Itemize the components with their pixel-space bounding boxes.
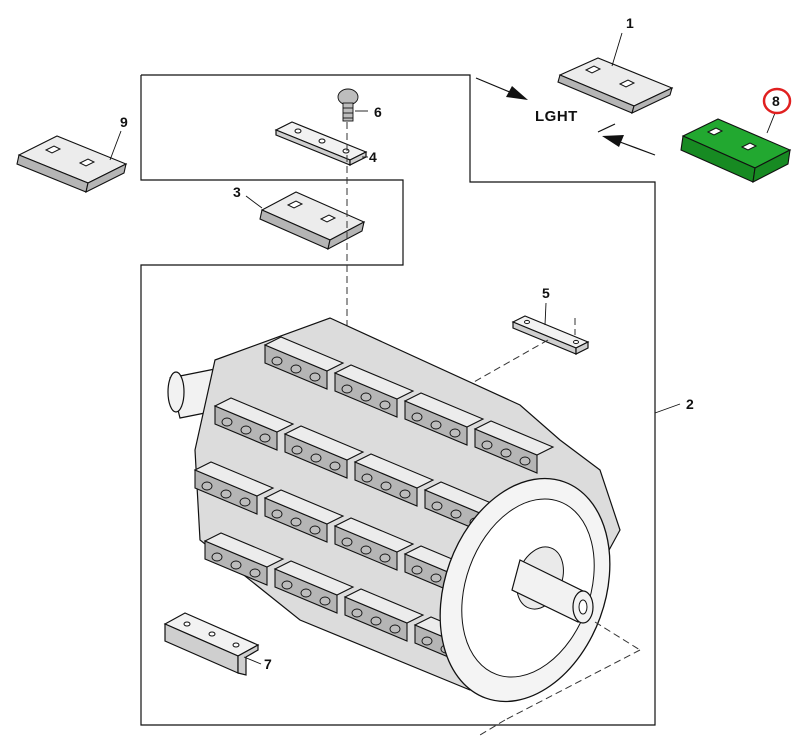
knife-part-1[interactable] — [557, 32, 674, 115]
drum-knife-block — [203, 532, 285, 586]
drum-knife-block — [333, 517, 415, 571]
plate-part-4[interactable] — [274, 121, 368, 166]
drum-knife-block — [473, 420, 555, 474]
callout-1[interactable]: 1 — [626, 15, 634, 31]
callout-6[interactable]: 6 — [374, 104, 382, 120]
drum-knife-block — [273, 560, 355, 614]
callout-9[interactable]: 9 — [120, 114, 128, 130]
knife-part-9[interactable] — [16, 130, 128, 194]
drum-knife-block — [343, 588, 425, 642]
callout-7[interactable]: 7 — [264, 656, 272, 672]
frame-outline — [140, 74, 656, 726]
drum-knife-block — [193, 461, 275, 515]
drum-knife-block — [263, 489, 345, 543]
bracket-part-7[interactable] — [163, 612, 262, 676]
knife-part-8-highlighted[interactable] — [680, 112, 792, 183]
knife-part-3[interactable] — [245, 191, 366, 251]
rotor-drum-part-2[interactable] — [167, 317, 681, 725]
callout-3[interactable]: 3 — [233, 184, 241, 200]
svg-text:8: 8 — [772, 93, 780, 109]
callout-5[interactable]: 5 — [542, 285, 550, 301]
drum-knife-block — [333, 364, 415, 418]
bolt-part-6[interactable] — [337, 88, 368, 122]
drum-knife-block — [263, 336, 345, 390]
drum-knife-block — [353, 453, 435, 507]
callout-4[interactable]: 4 — [369, 149, 377, 165]
guide-lines — [479, 621, 641, 736]
callout-8-highlighted[interactable]: 8 — [762, 87, 792, 115]
drum-knife-block — [283, 425, 365, 479]
callout-2[interactable]: 2 — [686, 396, 694, 412]
drum-knife-block — [403, 392, 485, 446]
direction-arrows — [475, 77, 656, 156]
drum-knife-block — [213, 397, 295, 451]
direction-label: LGHT — [535, 108, 578, 125]
